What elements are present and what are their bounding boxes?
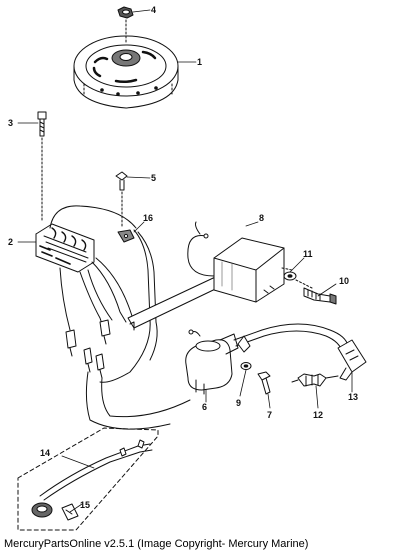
- flywheel-nut: [117, 6, 134, 43]
- coil-bolt: [303, 287, 337, 305]
- flywheel: [73, 35, 179, 109]
- stator-harness: [49, 205, 157, 331]
- callout-12: 12: [313, 410, 323, 420]
- callout-4: 4: [151, 5, 156, 15]
- callout-9: 9: [236, 398, 241, 408]
- kit-box: [17, 427, 159, 531]
- bullet-connectors: [65, 319, 111, 379]
- callout-1: 1: [197, 57, 202, 67]
- callout-15: 15: [80, 500, 90, 510]
- callout-10: 10: [339, 276, 349, 286]
- callout-6: 6: [202, 402, 207, 412]
- callout-2: 2: [8, 237, 13, 247]
- callout-16: 16: [143, 213, 153, 223]
- spark-plug: [291, 373, 339, 387]
- stator: [35, 223, 95, 273]
- ground-screw: [115, 171, 128, 227]
- callout-13: 13: [348, 392, 358, 402]
- ht-lead: [233, 323, 349, 353]
- spark-plug-boot: [337, 339, 367, 381]
- stop-switch-lead: [39, 439, 153, 501]
- leader-lines: [17, 9, 353, 513]
- long-leads: [85, 319, 191, 430]
- stator-screw: [37, 111, 47, 223]
- copyright-footer: MercuryPartsOnline v2.5.1 (Image Copyrig…: [4, 538, 309, 550]
- washer: [283, 271, 313, 289]
- callout-8: 8: [259, 213, 264, 223]
- callout-3: 3: [8, 118, 13, 128]
- coil-screw: [257, 371, 271, 395]
- ground-clamp: [117, 229, 135, 243]
- callout-11: 11: [303, 249, 313, 259]
- callout-14: 14: [40, 448, 50, 458]
- ignition-coil: [213, 237, 293, 303]
- callout-5: 5: [151, 173, 156, 183]
- coil-washer: [240, 362, 252, 370]
- starter-coil: [185, 329, 239, 395]
- callout-7: 7: [267, 410, 272, 420]
